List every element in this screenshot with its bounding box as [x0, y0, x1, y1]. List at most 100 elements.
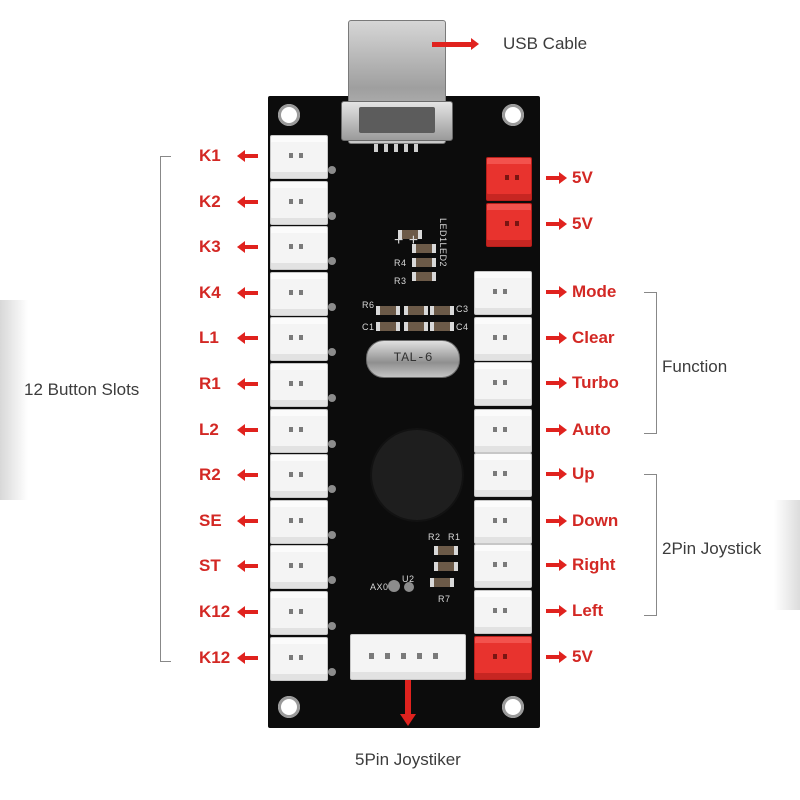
right-edge-shadow — [774, 500, 800, 610]
solder-pad — [328, 166, 336, 174]
controller-chip-blob — [372, 430, 462, 520]
button-slot-label: K1 — [199, 146, 221, 165]
slot-arrow — [237, 287, 258, 299]
connector-pins — [289, 518, 309, 523]
solder-pad — [328, 440, 336, 448]
smd-component — [398, 230, 422, 239]
slot-arrow — [237, 515, 258, 527]
slot-arrow — [237, 606, 258, 618]
silk-u2: U2 — [402, 574, 415, 584]
right-slot-label: Turbo — [572, 373, 619, 392]
button-slot-connector — [270, 591, 328, 635]
smd-component — [434, 546, 458, 555]
slot-arrow — [546, 605, 567, 617]
silk-c3: C3 — [456, 304, 469, 314]
slot-arrow — [546, 559, 567, 571]
crystal-oscillator: TAL-6 — [366, 340, 460, 378]
solder-pad — [328, 303, 336, 311]
button-slot-label: K3 — [199, 237, 221, 256]
smd-component — [430, 578, 454, 587]
connector-pins — [289, 381, 309, 386]
power-5v-connector — [474, 636, 532, 680]
joystick-2pin-title: 2Pin Joystick — [662, 539, 762, 558]
button-slot-connector — [270, 272, 328, 316]
slot-arrow — [237, 150, 258, 162]
connector-pins — [493, 654, 513, 659]
connector-pins — [493, 335, 513, 340]
mount-hole-top-right — [502, 104, 524, 126]
right-slot-label: 5V — [572, 214, 593, 233]
usb-port-opening — [359, 107, 435, 133]
slot-arrow — [546, 468, 567, 480]
function-slot-connector — [474, 271, 532, 315]
connector-pins — [493, 608, 513, 613]
function-title: Function — [662, 357, 728, 376]
button-slot-label: K4 — [199, 283, 221, 302]
button-slot-label: L1 — [199, 328, 219, 347]
connector-pins — [493, 562, 513, 567]
silk-r3: R3 — [394, 276, 407, 286]
function-slot-connector — [474, 544, 532, 588]
right-slot-label: 5V — [572, 168, 593, 187]
button-slot-connector — [270, 135, 328, 179]
crystal-label: TAL-6 — [393, 350, 433, 365]
silk-r1: R1 — [448, 532, 461, 542]
usb-cable-arrow — [432, 38, 479, 50]
slot-arrow — [546, 286, 567, 298]
button-slot-label: ST — [199, 556, 221, 575]
smd-component — [376, 322, 400, 331]
connector-pins — [289, 472, 309, 477]
function-slot-connector — [474, 409, 532, 453]
slot-arrow — [237, 469, 258, 481]
slot-arrow — [546, 172, 567, 184]
function-slot-connector — [474, 590, 532, 634]
button-slot-connector — [270, 363, 328, 407]
smd-component — [404, 582, 414, 592]
smd-component — [434, 562, 458, 571]
connector-pins — [493, 380, 513, 385]
button-slots-title: 12 Button Slots — [24, 380, 140, 399]
smd-component — [430, 306, 454, 315]
smd-component — [376, 306, 400, 315]
mount-hole-bottom-right — [502, 696, 524, 718]
joystick-2pin-bracket — [644, 474, 657, 616]
solder-pad — [328, 257, 336, 265]
connector-pins — [289, 563, 309, 568]
solder-pad — [328, 485, 336, 493]
left-edge-shadow — [0, 300, 28, 500]
power-5v-connector — [486, 157, 532, 201]
slot-arrow — [237, 332, 258, 344]
silk-r2: R2 — [428, 532, 441, 542]
silk-r7: R7 — [438, 594, 451, 604]
right-slot-label: Mode — [572, 282, 617, 301]
silk-r6: R6 — [362, 300, 375, 310]
right-slot-label: Down — [572, 511, 619, 530]
mount-hole-bottom-left — [278, 696, 300, 718]
connector-pins — [289, 655, 309, 660]
slot-arrow — [237, 560, 258, 572]
silk-led-marks: LED1LED2 — [438, 218, 448, 268]
button-slot-connector — [270, 500, 328, 544]
button-slot-connector — [270, 545, 328, 589]
smd-component — [404, 306, 428, 315]
smd-component — [388, 580, 400, 592]
connector-pins — [493, 427, 513, 432]
button-slot-connector — [270, 637, 328, 681]
right-slot-label: 5V — [572, 647, 593, 666]
button-slot-label: K2 — [199, 192, 221, 211]
solder-pad — [328, 212, 336, 220]
right-slot-label: Up — [572, 464, 595, 483]
button-slot-label: R2 — [199, 465, 221, 484]
connector-pins — [289, 609, 309, 614]
connector-pins — [289, 335, 309, 340]
solder-pad — [328, 622, 336, 630]
button-slot-label: K12 — [199, 602, 231, 621]
smd-component — [412, 258, 436, 267]
usb-b-port — [341, 20, 453, 144]
function-slot-connector — [474, 362, 532, 406]
silk-c1: C1 — [362, 322, 375, 332]
button-slot-label: K12 — [199, 648, 231, 667]
connector-pins — [505, 221, 525, 226]
button-slots-bracket — [160, 156, 171, 662]
button-slot-connector — [270, 317, 328, 361]
